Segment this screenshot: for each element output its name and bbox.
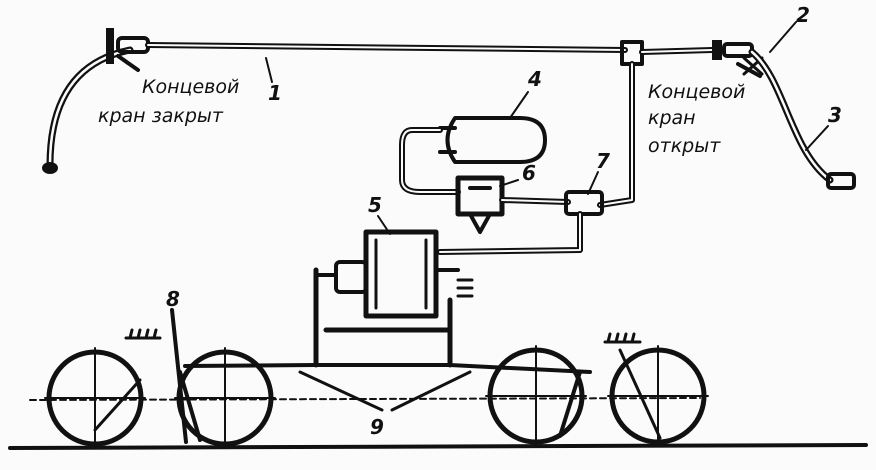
open-cock-label: Концевой кран открыт xyxy=(648,81,745,157)
callout-4: 4 xyxy=(527,67,542,91)
triple-valve xyxy=(437,190,604,255)
branch-pipe xyxy=(597,61,635,208)
callout-6-leader xyxy=(499,179,519,187)
callout-5: 5 xyxy=(368,193,382,217)
callout-4-leader xyxy=(509,91,529,119)
callout-2: 2 xyxy=(796,3,810,27)
closed-cock-label: Концевой кран закрыт xyxy=(98,76,239,127)
closed-cock-label-line2: кран закрыт xyxy=(98,105,224,127)
callout-1-leader xyxy=(265,57,273,83)
callout-6: 6 xyxy=(522,161,536,185)
open-cock-label-line1: Концевой xyxy=(648,81,745,103)
tee-fitting xyxy=(620,40,715,66)
rail xyxy=(8,443,868,450)
callout-3-leader xyxy=(805,125,829,151)
closed-cock-label-line1: Концевой xyxy=(142,76,239,98)
right-hose xyxy=(748,48,856,190)
callout-3: 3 xyxy=(828,103,842,127)
callout-5-leader xyxy=(377,215,391,235)
valve-block xyxy=(455,175,571,234)
wheel-3 xyxy=(485,345,587,447)
auxiliary-reservoir xyxy=(438,116,547,164)
open-cock-label-line3: открыт xyxy=(648,135,721,157)
open-cock-label-line2: кран xyxy=(648,107,696,129)
callout-1: 1 xyxy=(268,81,282,105)
callout-numbers: 1 2 3 4 5 6 7 8 9 xyxy=(166,3,842,439)
callout-7: 7 xyxy=(596,149,610,173)
wheel-2 xyxy=(174,347,276,449)
cylinder-frame xyxy=(313,267,453,368)
wheel-4 xyxy=(607,345,709,447)
callout-8: 8 xyxy=(166,287,180,311)
reservoir-pipe xyxy=(399,127,461,195)
brake-pipe xyxy=(145,42,628,53)
wheel-1 xyxy=(44,347,146,449)
brake-rods xyxy=(183,363,592,412)
callout-9: 9 xyxy=(370,415,384,439)
brake-cylinder xyxy=(314,229,474,319)
callout-7-leader xyxy=(587,171,599,195)
callout-2-leader xyxy=(769,21,797,53)
